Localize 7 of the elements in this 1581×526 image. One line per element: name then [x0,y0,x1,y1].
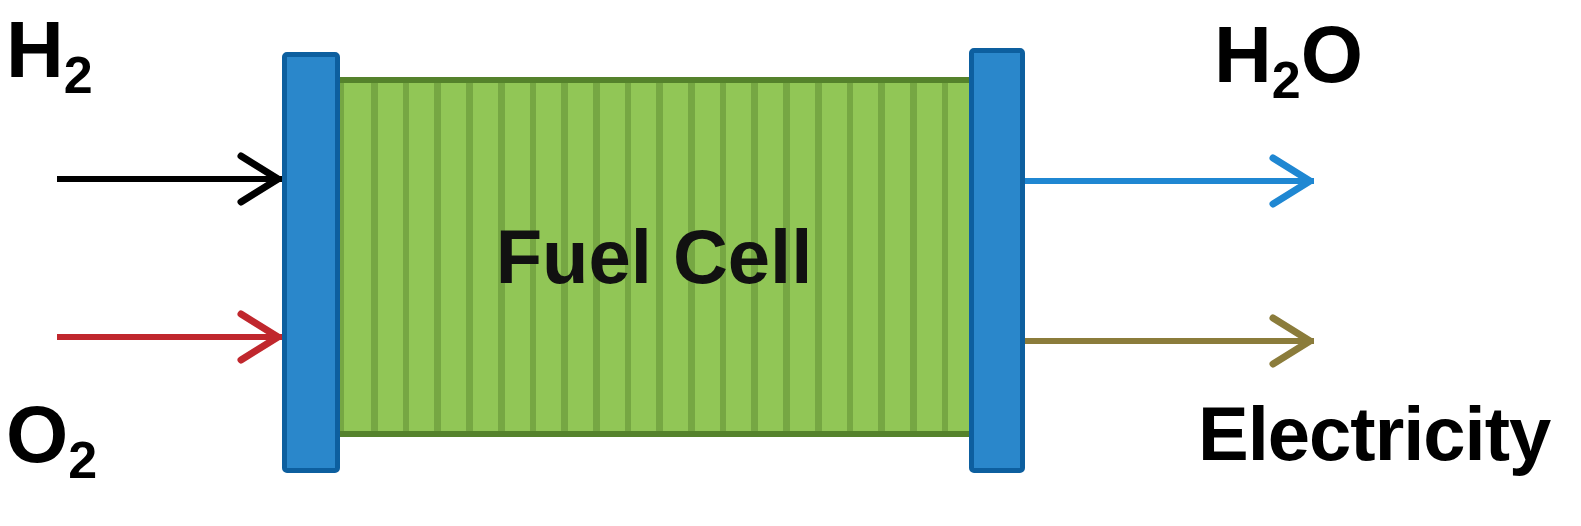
electrode-plate [282,52,340,473]
node-label: Fuel Cell [495,219,813,295]
arrow [57,310,282,364]
arrow [1025,154,1314,208]
arrow [57,152,282,206]
arrow [1025,314,1314,368]
electrode-plate [969,48,1025,473]
